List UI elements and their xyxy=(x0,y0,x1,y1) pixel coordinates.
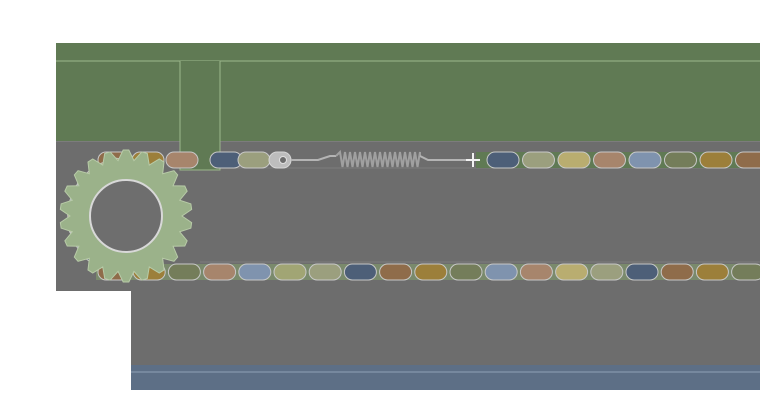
chain-link xyxy=(343,263,377,281)
chain-link xyxy=(555,263,589,281)
chain-link xyxy=(522,151,555,169)
chain-link xyxy=(203,263,237,281)
chain-link xyxy=(237,151,271,169)
chain-link xyxy=(167,263,201,281)
chain-link xyxy=(165,151,199,169)
chain-link xyxy=(735,151,760,169)
chain-link xyxy=(593,151,626,169)
green-panel xyxy=(56,43,760,141)
spring-icon xyxy=(335,149,421,168)
chain-link xyxy=(486,151,520,169)
chain-link xyxy=(628,151,662,169)
chain-link xyxy=(625,263,659,281)
chain-bottom xyxy=(96,263,760,281)
spring-assembly xyxy=(268,149,480,169)
chain-link xyxy=(664,151,697,169)
blue-rail xyxy=(131,365,760,390)
sprocket-hub xyxy=(89,179,163,253)
chain-link xyxy=(519,263,553,281)
chain-link xyxy=(695,263,729,281)
green-tab xyxy=(179,61,221,171)
chain-link xyxy=(209,151,243,169)
spring-wire-left xyxy=(291,155,336,161)
chain-link xyxy=(414,263,448,281)
spring-wire-right xyxy=(419,155,470,161)
crosshair-icon xyxy=(466,153,480,167)
chain-link xyxy=(699,151,733,169)
pin-icon xyxy=(279,156,287,164)
chain-link xyxy=(731,263,760,281)
sprocket-icon xyxy=(59,149,193,283)
chain-link xyxy=(308,263,342,281)
chain-link xyxy=(238,263,272,281)
chain-link xyxy=(379,263,413,281)
chain-link xyxy=(590,263,624,281)
base-block xyxy=(131,285,760,367)
chain-top-right xyxy=(476,151,760,169)
chain-link xyxy=(449,263,483,281)
chain-link xyxy=(557,151,591,169)
chain-link xyxy=(273,263,307,281)
chain-link xyxy=(660,263,694,281)
chain-link xyxy=(484,263,518,281)
